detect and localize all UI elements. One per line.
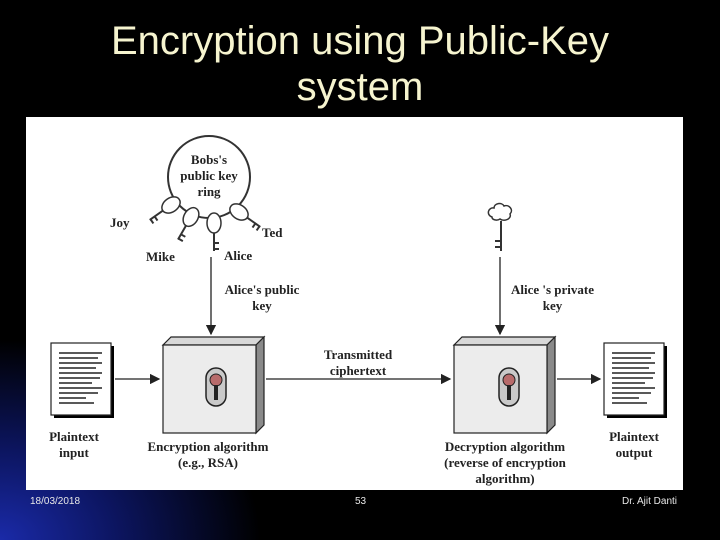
transmitted-ciphertext-label: Transmitted ciphertext [308, 347, 408, 379]
plaintext-input-document [50, 342, 114, 418]
encryption-algorithm-label: Encryption algorithm (e.g., RSA) [135, 439, 281, 471]
slide-title-line-2: system [296, 65, 424, 109]
alice-private-key-line-1: Alice 's private [510, 282, 595, 297]
plaintext-input-label: Plaintext input [36, 429, 112, 461]
alice-key-icon [206, 212, 222, 251]
private-key-icon [487, 202, 513, 251]
alice-private-key-line-2: key [542, 298, 563, 313]
ted-key-icon [229, 203, 261, 232]
mike-key-icon [177, 206, 200, 243]
plaintext-input-line-2: input [59, 445, 89, 460]
key-ring-label-line-1: Bobs's [190, 152, 228, 167]
encryption-lock-icon [205, 367, 227, 407]
alice-private-key-label: Alice 's private key [500, 282, 605, 314]
decryption-box [452, 335, 557, 435]
key-ring-label: Bobs's public key ring [179, 152, 239, 200]
diagram-panel [26, 117, 683, 490]
decryption-line-3: algorithm) [475, 471, 535, 486]
plaintext-input-line-1: Plaintext [49, 429, 99, 444]
slide-title-line-1: Encryption using Public-Key [110, 19, 610, 63]
mike-label: Mike [146, 249, 175, 264]
alice-public-key-label: Alice's public key [212, 282, 312, 314]
encryption-line-1: Encryption algorithm [147, 439, 269, 454]
decryption-line-1: Decryption algorithm [444, 439, 566, 454]
plaintext-output-line-1: Plaintext [609, 429, 659, 444]
key-ring-label-line-2: public key [180, 168, 238, 183]
plaintext-output-line-2: output [615, 445, 653, 460]
alice-public-key-line-2: key [252, 298, 272, 313]
footer-page-number: 53 [355, 496, 367, 507]
plaintext-output-document [603, 342, 667, 418]
ted-label: Ted [262, 225, 283, 240]
decryption-lock-icon [498, 367, 520, 407]
decryption-algorithm-label: Decryption algorithm (reverse of encrypt… [432, 439, 578, 487]
encryption-diagram [50, 135, 667, 435]
decryption-line-2: (reverse of encryption [444, 455, 566, 470]
alice-label: Alice [224, 248, 253, 263]
alice-public-key-line-1: Alice's public [224, 282, 300, 297]
footer-date: 18/03/2018 [30, 496, 81, 507]
footer-author: Dr. Ajit Danti [622, 496, 678, 507]
joy-label: Joy [110, 215, 130, 230]
encryption-line-2: (e.g., RSA) [178, 455, 238, 470]
plaintext-output-label: Plaintext output [596, 429, 672, 461]
transmitted-line-1: Transmitted [323, 347, 393, 362]
transmitted-line-2: ciphertext [329, 363, 387, 378]
joy-key-icon [149, 196, 181, 225]
slide-title: Encryption using Public-Key system [0, 18, 720, 110]
key-ring-label-line-3: ring [197, 184, 221, 199]
